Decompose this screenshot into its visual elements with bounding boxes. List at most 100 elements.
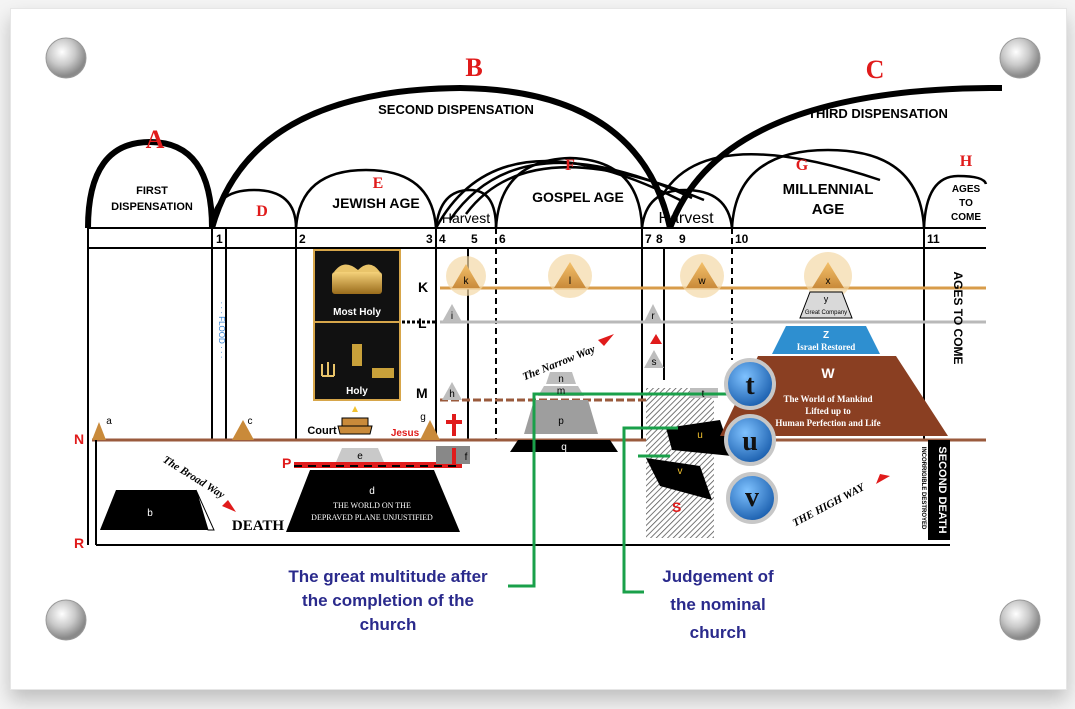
period-1: 1	[216, 232, 223, 246]
callout-balls	[724, 358, 778, 524]
holy-panel	[313, 321, 401, 401]
dispensation-a-letter: A	[146, 125, 165, 154]
lampstand-icon	[321, 362, 335, 377]
lower-frame	[95, 440, 950, 546]
label-p: p	[558, 416, 564, 427]
second-dispensation-label: SECOND DISPENSATION	[378, 102, 534, 117]
label-x: x	[826, 276, 831, 287]
multitude-line-2: the completion of the	[302, 591, 474, 610]
label-u: u	[697, 430, 703, 441]
pyramid-g	[420, 420, 440, 440]
label-r: r	[651, 311, 655, 322]
label-m: m	[557, 386, 565, 397]
pyramid-b-edge	[195, 489, 215, 531]
age-arcs	[210, 148, 988, 229]
glory-pyramids	[446, 252, 852, 300]
ages-to-come-1: AGES	[952, 184, 981, 195]
callout-u-letter: u	[742, 426, 758, 457]
label-y: y	[824, 294, 829, 304]
cross-icon	[452, 414, 456, 436]
age-g-letter: G	[796, 157, 809, 174]
dispensation-c-letter: C	[866, 55, 885, 84]
plane-r-label: R	[74, 535, 84, 551]
mankind-line-3: Human Perfection and Life	[775, 418, 880, 428]
pyramid-l	[554, 262, 586, 288]
harvest-label-1: Harvest	[442, 210, 490, 226]
label-a: a	[106, 416, 112, 427]
label-c: c	[248, 416, 253, 427]
label-z: Z	[823, 330, 829, 341]
period-10: 10	[735, 232, 749, 246]
pyramid-z	[772, 326, 880, 354]
gospel-pyramid	[510, 372, 618, 452]
label-w: w	[697, 276, 706, 287]
pyramid-e	[336, 448, 384, 462]
period-3: 3	[426, 232, 433, 246]
age-f-letter: F	[565, 157, 575, 174]
world-unjustified-2: DEPRAVED PLANE UNJUSTIFIED	[311, 513, 433, 522]
plane-s-label: S	[672, 499, 681, 515]
plane-l-label: L	[418, 315, 427, 331]
glass-plaque	[10, 8, 1067, 690]
millennial-label-2: AGE	[812, 201, 845, 218]
rise-arrow-icon	[650, 334, 662, 344]
judgement-line-2: the nominal	[670, 595, 765, 614]
laver-icon	[352, 406, 358, 412]
red-arrows	[222, 334, 890, 512]
multitude-line-3: church	[360, 615, 417, 634]
age-e-letter: E	[373, 175, 384, 192]
mankind-line-2: Lifted up to	[805, 406, 851, 416]
pyramid-k	[452, 264, 480, 288]
high-way-label: THE HIGH WAY	[791, 481, 868, 530]
period-7: 7	[645, 232, 652, 246]
plane-k-label: K	[418, 279, 428, 295]
pyramid-d	[286, 470, 460, 532]
plane-p-label: P	[282, 455, 291, 471]
plane-m-label: M	[416, 385, 428, 401]
tabernacle	[313, 249, 401, 435]
bolt-top-left-icon	[45, 37, 87, 79]
cherubim-icon	[334, 264, 380, 272]
pyramid-w	[686, 262, 718, 288]
multitude-line-1: The great multitude after	[288, 567, 488, 586]
broad-way-label: The Broad Way	[161, 454, 227, 502]
mankind-line-1: The World of Mankind	[783, 394, 872, 404]
gospel-age-label: GOSPEL AGE	[532, 189, 624, 205]
label-i: i	[451, 311, 453, 322]
pyramid-v	[646, 458, 712, 500]
brazen-altar-icon	[337, 417, 373, 435]
label-f: f	[465, 452, 468, 463]
millennial-pyramid	[720, 291, 948, 436]
pyramid-a	[92, 422, 106, 440]
period-4: 4	[439, 232, 446, 246]
ages-to-come-vertical: AGES TO COME	[951, 271, 965, 364]
callout-v-letter: v	[745, 482, 759, 513]
period-2: 2	[299, 232, 306, 246]
pyramid-y	[799, 291, 853, 319]
ark-icon	[332, 272, 382, 294]
green-connectors	[508, 392, 728, 594]
label-k: k	[464, 276, 470, 287]
judgement-line-3: church	[690, 623, 747, 642]
pyramid-c	[232, 420, 254, 440]
flood-label: · · · FLOOD · · ·	[217, 302, 226, 359]
bolt-bottom-left-icon	[45, 599, 87, 641]
period-numbers: 1 2 3 4 5 6 7 8 9 10 11	[216, 232, 940, 246]
label-b: b	[147, 508, 153, 519]
age-h-letter: H	[960, 153, 973, 170]
label-n: n	[558, 374, 564, 385]
pyramid-u	[666, 420, 732, 456]
callout-t-letter: t	[745, 370, 755, 401]
period-9: 9	[679, 232, 686, 246]
period-rail	[88, 227, 986, 249]
ages-to-come-2: TO	[959, 198, 973, 209]
israel-restored-label: Israel Restored	[797, 342, 856, 352]
plane-letters: K L M	[416, 279, 428, 401]
holy-label: Holy	[346, 386, 368, 397]
great-company-label: Great Company	[805, 310, 847, 316]
period-6: 6	[499, 232, 506, 246]
second-death-title: SECOND DEATH	[936, 446, 948, 533]
incense-altar-icon	[352, 344, 362, 366]
millennial-label-1: MILLENNIAL	[783, 181, 874, 198]
